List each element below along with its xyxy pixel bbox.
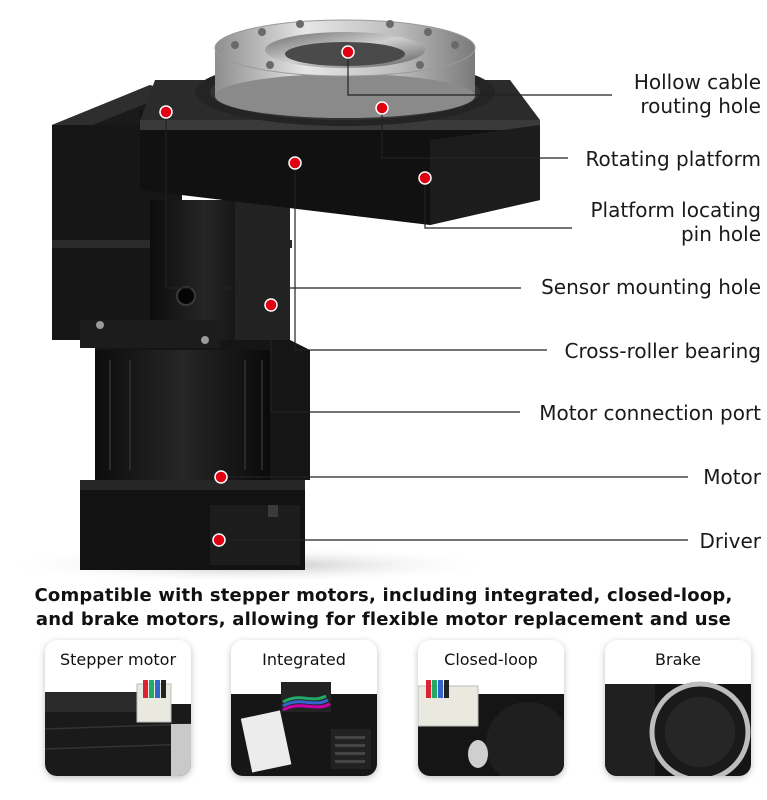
card-title: Closed-loop [444,650,538,669]
callout-line: Cross-roller bearing [564,339,761,363]
motor-type-card-closed-loop: Closed-loop [418,640,564,776]
callout-line: Motor connection port [539,401,761,425]
callout-line: Driver [699,529,761,553]
callout-line: Motor [703,465,761,489]
leader-lines [165,52,688,541]
callout-line: Rotating platform [585,147,761,171]
callout-cross-roller-bearing: Cross-roller bearing [565,339,761,363]
integrated-motor-image [231,682,377,776]
marker-sensor-mounting-hole [159,105,173,119]
callout-line: routing hole [640,94,761,118]
marker-driver [212,533,226,547]
sensor-hole [176,286,196,306]
marker-motor-connection-port [264,298,278,312]
card-title: Stepper motor [59,650,177,669]
rotary-platform-illustration [0,19,688,583]
callout-platform-locating-pin-hole: Platform locating pin hole [590,198,761,246]
callout-hollow-cable-routing-hole: Hollow cable routing hole [634,70,761,118]
callout-sensor-mounting-hole: Sensor mounting hole [541,275,761,299]
callout-line: Sensor mounting hole [541,275,761,299]
motor-type-card-integrated: Integrated [231,640,377,776]
motor-type-card-stepper: Stepper motor [45,640,191,776]
marker-motor [214,470,228,484]
callout-line: pin hole [680,222,761,246]
callout-driver: Driver [699,529,761,553]
callout-motor-connection-port: Motor connection port [539,401,761,425]
callout-motor: Motor [703,465,761,489]
marker-locating-pin-hole [418,171,432,185]
closed-loop-motor-image [418,680,564,776]
brake-motor-image [605,681,751,776]
card-title: Brake [655,650,701,669]
callout-line: Hollow cable [633,70,761,94]
callout-line: Platform locating [590,198,761,222]
tagline-line-2: and brake motors, allowing for flexible … [35,609,732,630]
stepper-motor-image [45,680,191,776]
card-title: Integrated [262,650,346,669]
callout-rotating-platform: Rotating platform [586,147,761,171]
motor-type-card-brake: Brake [605,640,751,776]
tagline-line-1: Compatible with stepper motors, includin… [34,585,733,606]
marker-rotating-platform [375,101,389,115]
marker-hollow-cable-hole [341,45,355,59]
marker-cross-roller-bearing [288,156,302,170]
